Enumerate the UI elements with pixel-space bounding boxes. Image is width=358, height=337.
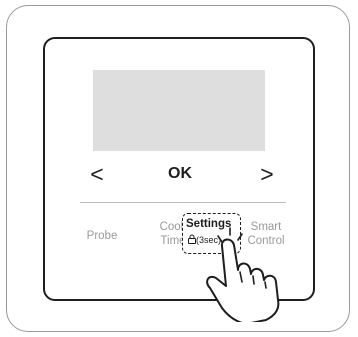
lock-icon (188, 234, 196, 244)
next-button[interactable]: > (256, 161, 278, 187)
pointing-hand-icon (200, 222, 310, 322)
display-screen (93, 70, 265, 151)
divider (80, 202, 286, 203)
previous-button[interactable]: < (86, 161, 108, 187)
probe-button[interactable]: Probe (84, 229, 120, 243)
ok-button[interactable]: OK (158, 163, 202, 185)
